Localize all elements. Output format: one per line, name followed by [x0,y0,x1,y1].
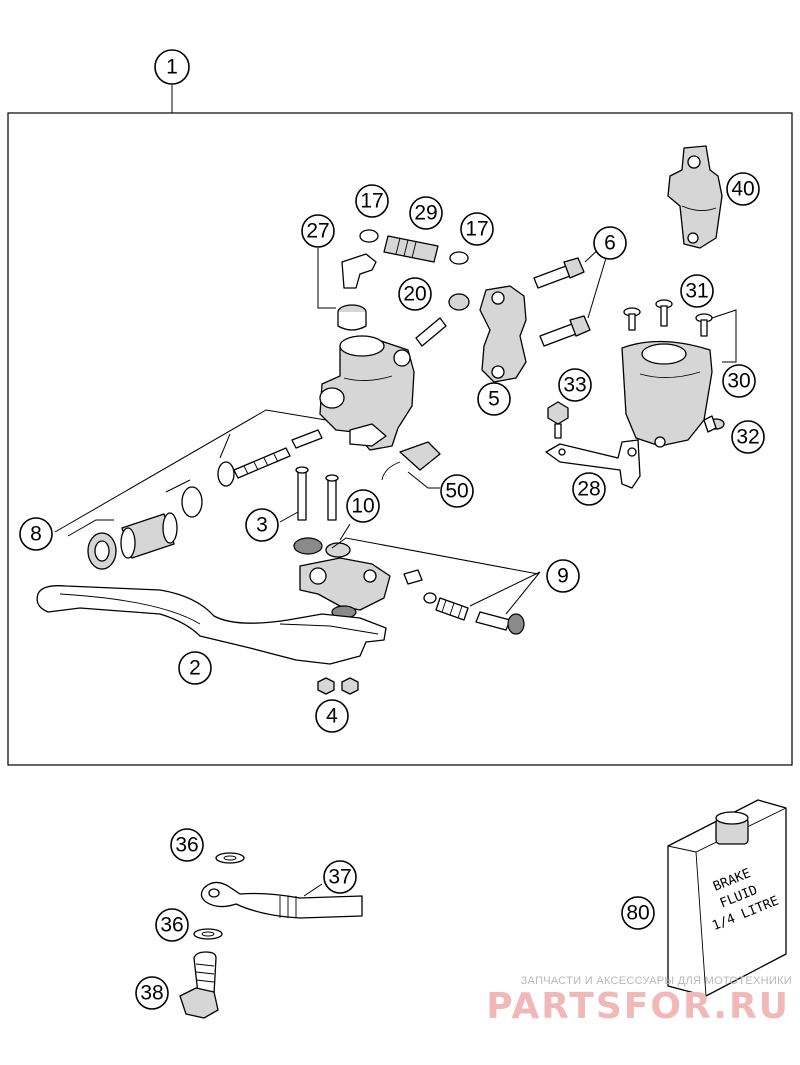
callout-number: 40 [731,178,754,201]
part-3-pivot-bolts [295,466,339,521]
callout-number: 1 [166,56,178,79]
piston-kit [120,429,323,559]
leader-37 [303,883,323,897]
callout-28: 28 [572,472,606,506]
callout-number: 8 [30,523,42,546]
leader-9c [505,571,541,615]
leader-27 [317,248,336,309]
callout-20: 20 [398,277,432,311]
part-17-hose-clamp-left [359,229,379,243]
callout-40: 40 [726,172,760,206]
part-6-bolts [533,257,591,347]
callout-number: 6 [604,232,616,255]
part-31-screws [623,299,713,337]
leader-8b [67,519,114,537]
callout-number: 36 [160,914,183,937]
callout-2: 2 [178,651,212,685]
callout-number: 17 [465,218,488,241]
leader-10 [339,523,351,541]
callout-number: 5 [488,388,500,411]
callout-number: 37 [328,866,351,889]
callout-number: 80 [626,902,649,925]
callout-number: 38 [140,982,163,1005]
master-cylinder-body [319,335,415,451]
callout-10: 10 [346,489,380,523]
part-28-bracket [545,439,641,489]
callout-number: 27 [306,220,329,243]
leader-8c [165,479,191,493]
callout-number: 50 [445,480,468,503]
callout-3: 3 [245,508,279,542]
callout-36-bottom: 36 [155,908,189,942]
callout-number: 31 [685,280,708,303]
part-8-boot [87,532,117,570]
callout-number: 17 [360,190,383,213]
callout-8: 8 [19,517,53,551]
part-10-washer [293,537,351,558]
leader-3 [279,511,299,523]
part-36-washer-bottom [193,928,223,940]
leader-31-30 [711,309,737,363]
callout-number: 2 [189,657,201,680]
part-29-hose [383,235,439,263]
callout-38: 38 [135,976,169,1010]
part-37-brake-hose [200,881,363,919]
callout-6: 6 [593,226,627,260]
leader-8d [219,433,231,459]
callout-number: 36 [175,834,198,857]
callout-17-left: 17 [355,184,389,218]
part-2-brake-lever [36,585,387,665]
part-40-clamp [667,145,723,249]
callout-number: 32 [736,426,759,449]
callout-50: 50 [440,474,474,508]
callout-31: 31 [680,274,714,308]
callout-number: 28 [577,478,600,501]
callout-number: 9 [557,565,569,588]
callout-80: 80 [621,896,655,930]
callout-number: 3 [256,514,268,537]
leader-50 [407,471,440,489]
watermark-brand: PARTSFOR.RU [486,986,790,1027]
callout-17-right: 17 [460,212,494,246]
callout-9: 9 [546,559,580,593]
part-36-washer-top [215,852,245,864]
callout-number: 30 [727,370,750,393]
part-9-adjuster-kit [403,569,525,635]
assembly-frame [7,112,793,766]
part-38-banjo-bolt [179,951,219,1019]
leader-9b [469,571,541,607]
part-17-hose-clamp-right [449,251,469,265]
callout-30: 30 [722,364,756,398]
callout-5: 5 [477,382,511,416]
part-4-nuts [317,677,359,695]
callout-37: 37 [323,860,357,894]
callout-36-top: 36 [170,828,204,862]
callout-number: 4 [326,705,338,728]
callout-1: 1 [154,49,190,85]
part-32-screw [703,415,725,433]
lever-bracket [299,557,391,619]
callout-29: 29 [409,196,443,230]
leader-9a [331,537,539,575]
part-30-reservoir [621,340,713,448]
callout-number: 10 [351,495,374,518]
part-80-brake-fluid-can [667,799,787,997]
part-5-clamp [479,285,527,383]
callout-32: 32 [731,420,765,454]
callout-number: 29 [414,202,437,225]
part-33-bolt [547,401,569,439]
leader-6b [587,257,607,319]
callout-number: 20 [403,283,426,306]
callout-33: 33 [558,368,592,402]
watermark-tagline: ЗАПЧАСТИ И АКСЕССУАРЫ ДЛЯ МОТОТЕХНИКИ [521,975,792,987]
callout-27: 27 [301,214,335,248]
leader-8a [54,409,327,533]
callout-4: 4 [315,699,349,733]
part-50-brake-switch [381,441,441,481]
part-27-elbow-fitting [337,253,377,331]
part-20-bleed-nipple [415,293,470,347]
callout-number: 33 [563,374,586,397]
